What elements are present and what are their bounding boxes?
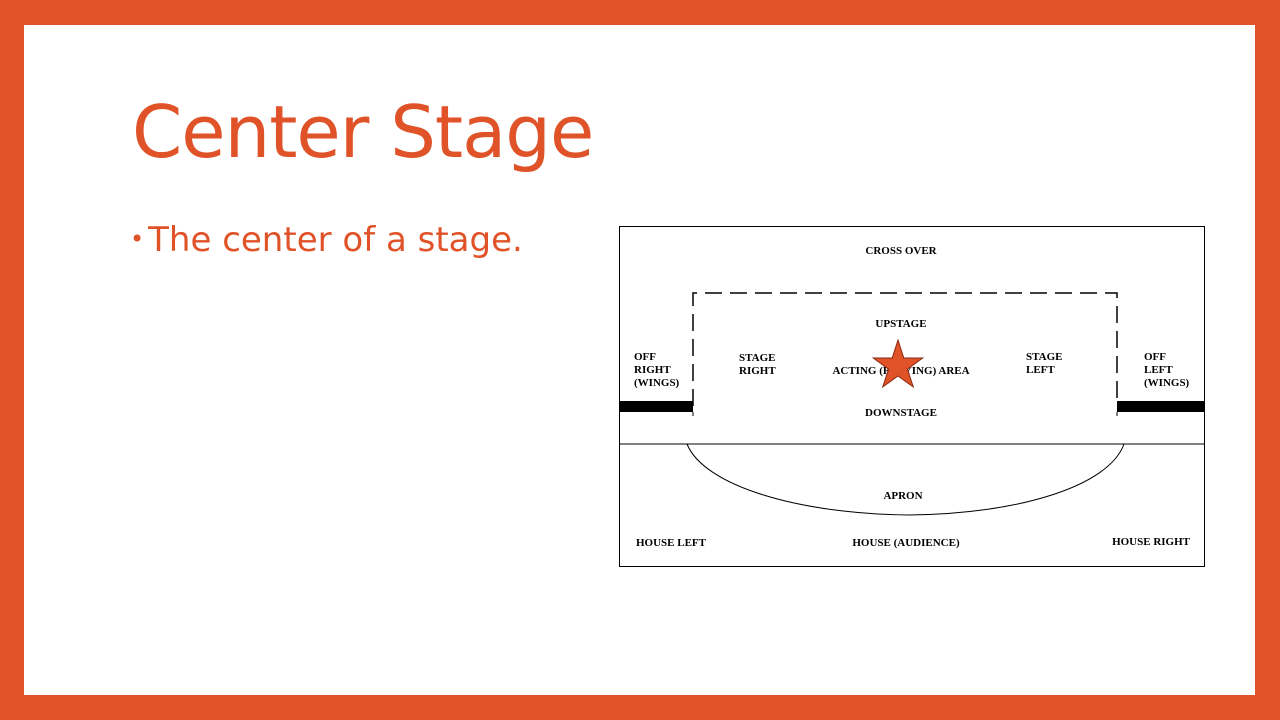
label-stage-right-line: RIGHT	[739, 365, 776, 377]
acting-area-outline	[692, 292, 1118, 406]
label-downstage: DOWNSTAGE	[865, 407, 937, 419]
label-apron: APRON	[883, 490, 922, 502]
label-house-audience: HOUSE (AUDIENCE)	[852, 537, 960, 549]
label-off-left: OFF LEFT (WINGS)	[1144, 351, 1190, 389]
label-stage-left-line: STAGE	[1026, 351, 1062, 363]
bullet-item: •The center of a stage.	[130, 217, 523, 262]
label-off-left-line: LEFT	[1144, 364, 1173, 376]
label-house-right: HOUSE RIGHT	[1112, 536, 1191, 548]
wing-wall-left	[620, 401, 693, 412]
diagram-frame	[619, 226, 1205, 567]
label-off-left-line: OFF	[1144, 351, 1166, 363]
label-off-left-line: (WINGS)	[1144, 377, 1190, 389]
slide-title: Center Stage	[132, 90, 594, 174]
bullet-dot-icon: •	[130, 225, 145, 253]
label-cross-over: CROSS OVER	[865, 245, 937, 257]
label-stage-right: STAGE RIGHT	[739, 352, 778, 377]
label-house-left: HOUSE LEFT	[636, 537, 707, 549]
stage-diagram: CROSS OVER UPSTAGE OFF RIGHT (WINGS) STA…	[619, 226, 1205, 567]
label-stage-left-line: LEFT	[1026, 364, 1055, 376]
label-off-right-line: OFF	[634, 351, 656, 363]
apron-curve	[620, 443, 1204, 516]
bullet-text: The center of a stage.	[148, 220, 523, 260]
slide: Center Stage •The center of a stage. CRO…	[24, 25, 1255, 695]
label-stage-left: STAGE LEFT	[1026, 351, 1065, 376]
label-off-right-line: (WINGS)	[634, 377, 680, 389]
label-off-right-line: RIGHT	[634, 364, 671, 376]
star-icon	[871, 338, 925, 389]
label-off-right: OFF RIGHT (WINGS)	[634, 351, 680, 389]
label-stage-right-line: STAGE	[739, 352, 775, 364]
wing-wall-right	[1117, 401, 1204, 412]
label-upstage: UPSTAGE	[875, 318, 926, 330]
